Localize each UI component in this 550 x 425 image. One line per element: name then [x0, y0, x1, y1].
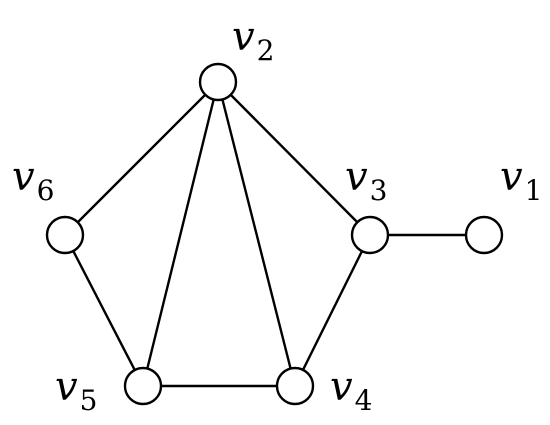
vertex-label-subscript: 5	[80, 384, 98, 417]
edge-v3-v4	[293, 233, 372, 388]
vertex-v4	[275, 366, 315, 406]
vertex-label-letter: v	[12, 154, 35, 200]
vertex-v6	[45, 215, 85, 255]
vertex-label-v6: v6	[12, 154, 54, 207]
edge-v2-v6	[63, 80, 220, 237]
vertex-layer	[45, 62, 504, 406]
vertex-label-subscript: 4	[355, 384, 373, 417]
vertex-label-letter: v	[232, 14, 255, 60]
vertex-label-subscript: 3	[370, 174, 388, 207]
vertex-label-subscript: 6	[37, 174, 55, 207]
vertex-label-letter: v	[55, 364, 78, 410]
vertex-v3	[350, 215, 390, 255]
vertex-v1	[464, 215, 504, 255]
vertex-label-v5: v5	[55, 364, 97, 417]
edge-layer	[63, 80, 486, 388]
vertex-v5	[123, 366, 163, 406]
edge-v2-v5	[141, 80, 220, 388]
vertex-label-letter: v	[345, 154, 368, 200]
edge-v5-v6	[63, 233, 145, 388]
vertex-label-v3: v3	[345, 154, 387, 207]
vertex-label-letter: v	[500, 154, 523, 200]
vertex-label-v4: v4	[330, 364, 372, 417]
vertex-label-subscript: 1	[525, 174, 543, 207]
vertex-label-subscript: 2	[257, 34, 275, 67]
edge-v2-v4	[216, 80, 297, 388]
vertex-v2	[198, 62, 238, 102]
vertex-label-letter: v	[330, 364, 353, 410]
vertex-label-v1: v1	[500, 154, 542, 207]
vertex-label-v2: v2	[232, 14, 274, 67]
edge-v2-v3	[216, 80, 372, 237]
